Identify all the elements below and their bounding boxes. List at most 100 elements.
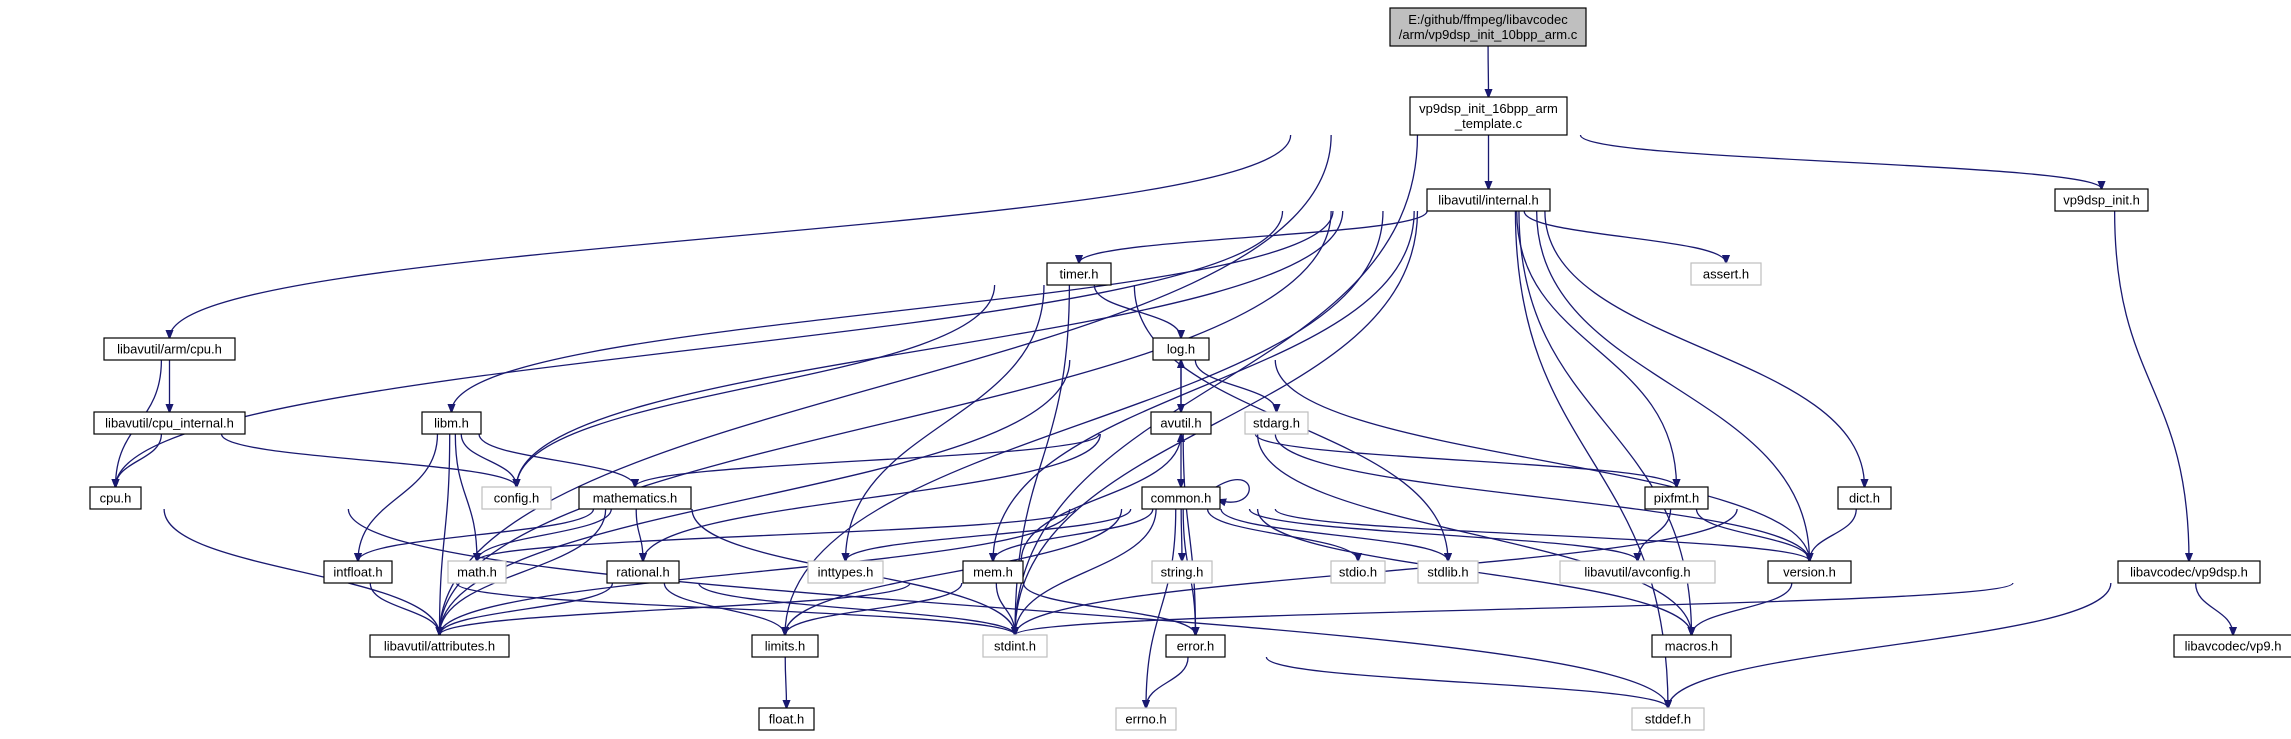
node-box-stddef bbox=[1631, 707, 1705, 731]
edge-avutil-to-error bbox=[1182, 433, 1195, 635]
node-label-root: /arm/vp9dsp_init_10bpp_arm.c bbox=[1399, 27, 1578, 42]
edge-mathematics-to-intfloat bbox=[358, 508, 595, 561]
node-stddef[interactable]: stddef.h bbox=[1631, 707, 1705, 731]
node-label-vp9: libavcodec/vp9.h bbox=[2185, 639, 2282, 654]
node-assert[interactable]: assert.h bbox=[1690, 262, 1762, 286]
node-label-vp9dsp: libavcodec/vp9dsp.h bbox=[2130, 565, 2248, 580]
node-label-errno: errno.h bbox=[1125, 712, 1166, 727]
node-box-string bbox=[1151, 560, 1213, 584]
node-box-inttypes bbox=[807, 560, 884, 584]
node-vp9init[interactable]: vp9dsp_init.h bbox=[2054, 188, 2149, 212]
node-label-dict: dict.h bbox=[1849, 491, 1880, 506]
node-box-attributes bbox=[369, 634, 510, 658]
node-tmpl[interactable]: vp9dsp_init_16bpp_arm_template.c bbox=[1409, 96, 1568, 136]
edge-vp9dsp-to-stdint bbox=[1015, 582, 2014, 635]
node-cpu[interactable]: cpu.h bbox=[89, 486, 142, 510]
node-label-armcpu: libavutil/arm/cpu.h bbox=[117, 342, 222, 357]
node-label-rational: rational.h bbox=[616, 565, 669, 580]
edge-cpu-to-attributes bbox=[163, 508, 439, 635]
edge-tmpl-to-vp9init bbox=[1579, 134, 2101, 189]
node-math[interactable]: math.h bbox=[447, 560, 507, 584]
node-dict[interactable]: dict.h bbox=[1837, 486, 1892, 510]
edge-tmpl-to-armcpu bbox=[170, 134, 1292, 338]
node-inttypes[interactable]: inttypes.h bbox=[807, 560, 884, 584]
node-stdint[interactable]: stdint.h bbox=[982, 634, 1048, 658]
node-timer[interactable]: timer.h bbox=[1046, 262, 1112, 286]
edge-internal-to-attributes bbox=[440, 210, 1332, 635]
node-macros[interactable]: macros.h bbox=[1651, 634, 1732, 658]
node-config[interactable]: config.h bbox=[481, 486, 552, 510]
node-avutil[interactable]: avutil.h bbox=[1150, 411, 1212, 435]
edge-timer-to-config bbox=[517, 284, 996, 487]
node-label-string: string.h bbox=[1161, 565, 1204, 580]
edge-internal-to-cpu bbox=[116, 210, 1284, 487]
edge-mem-to-avutil bbox=[1020, 434, 1181, 562]
node-box-pixfmt bbox=[1644, 486, 1709, 510]
node-box-error bbox=[1165, 634, 1226, 658]
node-cpuinternal[interactable]: libavutil/cpu_internal.h bbox=[93, 411, 246, 435]
node-intfloat[interactable]: intfloat.h bbox=[323, 560, 393, 584]
node-box-avconfig bbox=[1559, 560, 1716, 584]
edge-tmpl-to-attributes bbox=[440, 134, 1332, 635]
node-box-math bbox=[447, 560, 507, 584]
edge-avutil-to-mathematics bbox=[635, 433, 1100, 487]
node-string[interactable]: string.h bbox=[1151, 560, 1213, 584]
edge-limits-to-float bbox=[785, 656, 786, 708]
node-float[interactable]: float.h bbox=[758, 707, 815, 731]
node-stdlib[interactable]: stdlib.h bbox=[1417, 560, 1479, 584]
edge-internal-to-assert bbox=[1523, 210, 1726, 263]
node-version[interactable]: version.h bbox=[1767, 560, 1852, 584]
node-mem[interactable]: mem.h bbox=[962, 560, 1024, 584]
node-internal[interactable]: libavutil/internal.h bbox=[1426, 188, 1551, 212]
node-vp9[interactable]: libavcodec/vp9.h bbox=[2173, 634, 2291, 658]
edge-avutil-to-version bbox=[1274, 433, 1809, 561]
node-limits[interactable]: limits.h bbox=[751, 634, 819, 658]
node-mathematics[interactable]: mathematics.h bbox=[578, 486, 692, 510]
node-box-version bbox=[1767, 560, 1852, 584]
node-label-math: math.h bbox=[457, 565, 497, 580]
node-label-common: common.h bbox=[1151, 491, 1212, 506]
edge-log-to-version bbox=[1274, 359, 1809, 561]
edge-vp9dsp-to-stddef bbox=[1668, 582, 2112, 708]
node-root[interactable]: E:/github/ffmpeg/libavcodec/arm/vp9dsp_i… bbox=[1389, 7, 1587, 47]
node-libm[interactable]: libm.h bbox=[421, 411, 482, 435]
node-rational[interactable]: rational.h bbox=[606, 560, 680, 584]
edge-internal-to-timer bbox=[1079, 210, 1428, 263]
node-stdio[interactable]: stdio.h bbox=[1330, 560, 1386, 584]
node-box-stdio bbox=[1330, 560, 1386, 584]
node-box-assert bbox=[1690, 262, 1762, 286]
node-label-attributes: libavutil/attributes.h bbox=[384, 639, 495, 654]
node-box-dict bbox=[1837, 486, 1892, 510]
node-label-internal: libavutil/internal.h bbox=[1438, 193, 1538, 208]
node-vp9dsp[interactable]: libavcodec/vp9dsp.h bbox=[2117, 560, 2261, 584]
node-box-errno bbox=[1115, 707, 1177, 731]
node-box-root bbox=[1389, 7, 1587, 47]
node-box-float bbox=[758, 707, 815, 731]
edge-error-to-errno bbox=[1146, 656, 1189, 708]
edge-intfloat-to-attributes bbox=[369, 582, 439, 635]
edge-mathematics-to-math bbox=[477, 508, 612, 561]
edge-log-to-stdarg bbox=[1194, 359, 1276, 412]
node-label-stdarg: stdarg.h bbox=[1253, 416, 1300, 431]
edge-internal-to-version bbox=[1536, 210, 1810, 561]
node-label-version: version.h bbox=[1783, 565, 1836, 580]
node-pixfmt[interactable]: pixfmt.h bbox=[1644, 486, 1709, 510]
node-label-tmpl: vp9dsp_init_16bpp_arm bbox=[1419, 101, 1558, 116]
node-error[interactable]: error.h bbox=[1165, 634, 1226, 658]
edge-timer-to-log bbox=[1093, 284, 1181, 338]
edge-libm-to-mathematics bbox=[478, 433, 635, 487]
node-avconfig[interactable]: libavutil/avconfig.h bbox=[1559, 560, 1716, 584]
node-box-cpu bbox=[89, 486, 142, 510]
edge-pixfmt-to-version bbox=[1695, 508, 1809, 561]
edge-common-to-mem bbox=[993, 508, 1154, 561]
node-box-armcpu bbox=[103, 337, 236, 361]
node-log[interactable]: log.h bbox=[1152, 337, 1210, 361]
node-attributes[interactable]: libavutil/attributes.h bbox=[369, 634, 510, 658]
edge-internal-to-libm bbox=[452, 210, 1334, 412]
node-common[interactable]: common.h bbox=[1141, 486, 1221, 510]
edge-common-to-string bbox=[1181, 508, 1182, 561]
node-armcpu[interactable]: libavutil/arm/cpu.h bbox=[103, 337, 236, 361]
node-stdarg[interactable]: stdarg.h bbox=[1244, 411, 1309, 435]
node-errno[interactable]: errno.h bbox=[1115, 707, 1177, 731]
